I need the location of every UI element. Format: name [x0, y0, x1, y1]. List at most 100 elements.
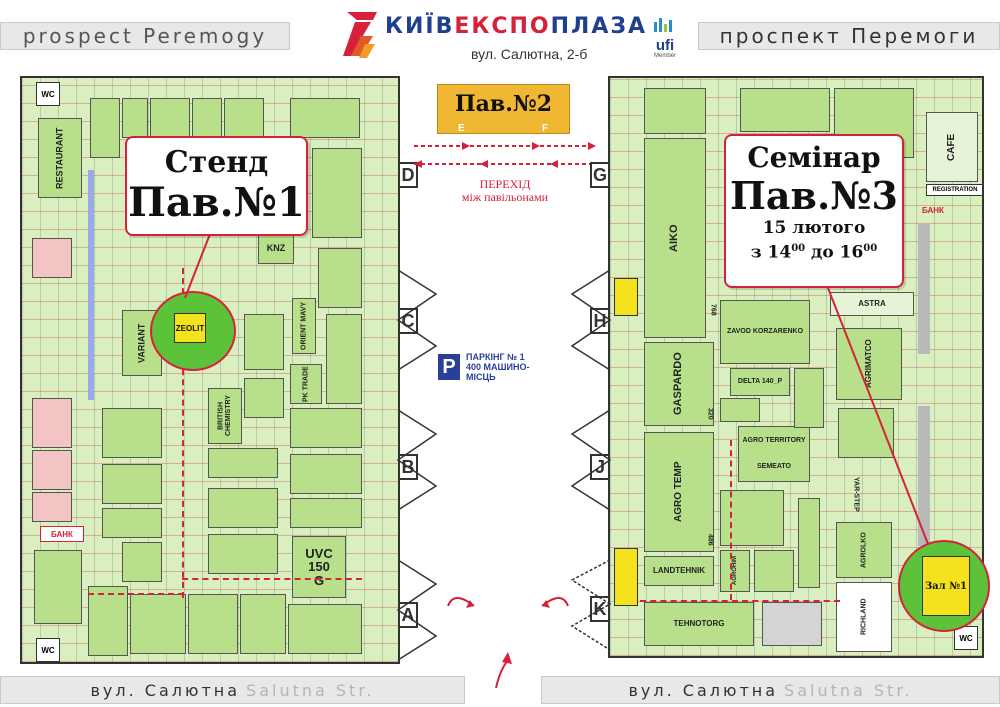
stand-left-strip-2 — [32, 398, 72, 448]
callout-stand-pav1: Стенд Пав.№1 — [125, 136, 308, 236]
stand-c2 — [290, 408, 362, 448]
time-start-minutes: 00 — [791, 243, 806, 254]
gate-letter: G — [592, 164, 607, 185]
stand-tehnotorg: TEHNOTORG — [644, 602, 754, 646]
stand-b2 — [326, 314, 362, 404]
gate-g[interactable]: G — [590, 162, 610, 188]
stand-pk-trade: PK TRADE — [290, 364, 322, 404]
parking-sign[interactable]: P ПАРКІНГ № 1 400 МАШИНО- МІСЦЬ — [438, 352, 578, 384]
gaspardo-size-label: 320 — [706, 408, 714, 420]
restaurant-label: RESTAURANT — [54, 127, 65, 189]
yar-step-label: YAR-STEP — [852, 476, 860, 512]
stand-r6 — [798, 498, 820, 588]
gaspardo-label: GASPARDO — [672, 352, 685, 416]
street-banner-top-right: проспект Перемоги — [698, 22, 1000, 50]
wc-bottom-left: WC — [36, 638, 60, 662]
gate-f[interactable]: F — [542, 123, 554, 135]
stand-left-strip-3 — [32, 450, 72, 490]
stand-c6 — [102, 508, 162, 538]
stand-c7 — [208, 488, 278, 528]
stand-cafe: CAFE — [926, 112, 978, 182]
pk-trade-label: PK TRADE — [302, 366, 310, 402]
street-name-en: Salutna Str. — [246, 680, 375, 700]
street-name-label: проспект Перемоги — [719, 24, 979, 48]
cafe-label: CAFE — [945, 133, 957, 161]
gate-letter: E — [458, 123, 465, 134]
pavilion-2-label: Пав.№2 — [454, 91, 553, 117]
route-line — [88, 593, 184, 595]
zeolit-highlight-circle[interactable]: ZEOLIT — [150, 291, 236, 371]
street-name-ua: вул. Салютна — [90, 680, 241, 700]
hall1-box[interactable]: Зал №1 — [922, 556, 970, 616]
semeato-label: SEMEATO — [757, 463, 791, 471]
hall1-highlight-circle[interactable]: Зал №1 — [898, 540, 990, 632]
uvc-label: UVC 150 G — [293, 537, 345, 597]
parking-unit: МІСЦЬ — [466, 372, 496, 382]
callout-date: 15 лютого — [762, 218, 866, 238]
stand-british: BRITISH CHEMISTRY — [208, 388, 242, 444]
hall1-label: Зал №1 — [924, 580, 968, 592]
logo-wordmark: КИЇВЕКСПОПЛАЗА — [385, 14, 647, 39]
stand-c5 — [102, 464, 162, 504]
zavod-label: ZAVOD KORZARENKO — [726, 328, 804, 336]
logo-part-plaza: ПЛАЗА — [550, 14, 648, 39]
stand-d3 — [88, 586, 128, 656]
side-wall — [918, 224, 930, 354]
route-line — [640, 600, 840, 602]
stand-d6 — [240, 594, 286, 654]
aiko-size-label: 768 — [709, 304, 717, 316]
callout-seminar-pav3: Семінар Пав.№3 15 лютого з 1400 до 1600 — [724, 134, 904, 288]
wc-right: WC — [954, 626, 978, 650]
parking-icon: P — [438, 354, 460, 380]
gate-k[interactable]: K — [590, 596, 610, 622]
stand-astra: ASTRA — [830, 292, 914, 316]
callout-time: з 1400 до 1600 — [726, 238, 902, 264]
british-label: BRITISH CHEMISTRY — [217, 395, 232, 437]
stand-delta: DELTA 140_P — [730, 368, 790, 396]
delta-label: DELTA 140_P — [737, 378, 783, 386]
knz-label: KNZ — [266, 243, 286, 254]
stand-agrolife: AGROHIM — [720, 550, 750, 592]
agro-temp-label: AGRO TEMP — [672, 461, 684, 523]
street-banner-bottom-left: вул. Салютна Salutna Str. — [0, 676, 465, 704]
stand-r7 — [740, 88, 830, 132]
ufi-label: ufi — [655, 37, 675, 54]
pavilion-3-floor-plan: CAFE REGISTRATION БАНК AIKO 768 GASPARDO… — [608, 76, 984, 658]
callout-title: Семінар — [747, 141, 881, 174]
passage-label: ПЕРЕХІД між павільонами — [430, 178, 580, 204]
zeolit-label: ZEOLIT — [175, 323, 205, 333]
logo-mark-icon — [343, 12, 377, 58]
stand-r2 — [794, 368, 824, 428]
yellow-stand — [614, 548, 638, 606]
gate-d[interactable]: D — [398, 162, 418, 188]
gate-letter: F — [542, 123, 549, 134]
gate-e[interactable]: E — [458, 123, 470, 135]
uvc-name: UVC — [305, 545, 333, 561]
blue-column — [88, 170, 94, 400]
logo-part-kyiv: КИЇВ — [385, 14, 455, 39]
passage-title: ПЕРЕХІД — [479, 177, 531, 191]
stand-b3 — [244, 314, 284, 370]
parking-capacity: 400 МАШИНО- — [466, 362, 530, 372]
astra-label: ASTRA — [858, 298, 886, 308]
stand-left-strip-1 — [32, 238, 72, 278]
stand-agro-temp: AGRO TEMP — [644, 432, 714, 552]
stand-a3 — [150, 98, 190, 138]
yellow-stand — [614, 278, 638, 316]
passage-arrows — [414, 142, 596, 168]
stand-d4 — [130, 594, 186, 654]
street-name-en: Salutna Str. — [784, 680, 913, 700]
zeolit-stand-box[interactable]: ZEOLIT — [174, 313, 206, 343]
parking-title: ПАРКІНГ № 1 — [466, 352, 525, 362]
street-banner-bottom-right: вул. Салютна Salutna Str. — [541, 676, 1000, 704]
stand-left-strip-4 — [32, 492, 72, 522]
richland-label: RICHLAND — [860, 598, 868, 636]
bank-right: БАНК — [922, 206, 952, 218]
venue-address: вул. Салютна, 2-б — [471, 46, 588, 62]
pavilion-2-block[interactable]: Пав.№2 E F — [437, 84, 570, 134]
uvc-letter: G — [313, 572, 325, 588]
street-banner-top-left: prospect Peremogy — [0, 22, 290, 50]
registration-label: REGISTRATION — [932, 187, 978, 193]
stand-c3 — [290, 454, 362, 494]
stand-aiko: AIKO — [644, 138, 706, 338]
